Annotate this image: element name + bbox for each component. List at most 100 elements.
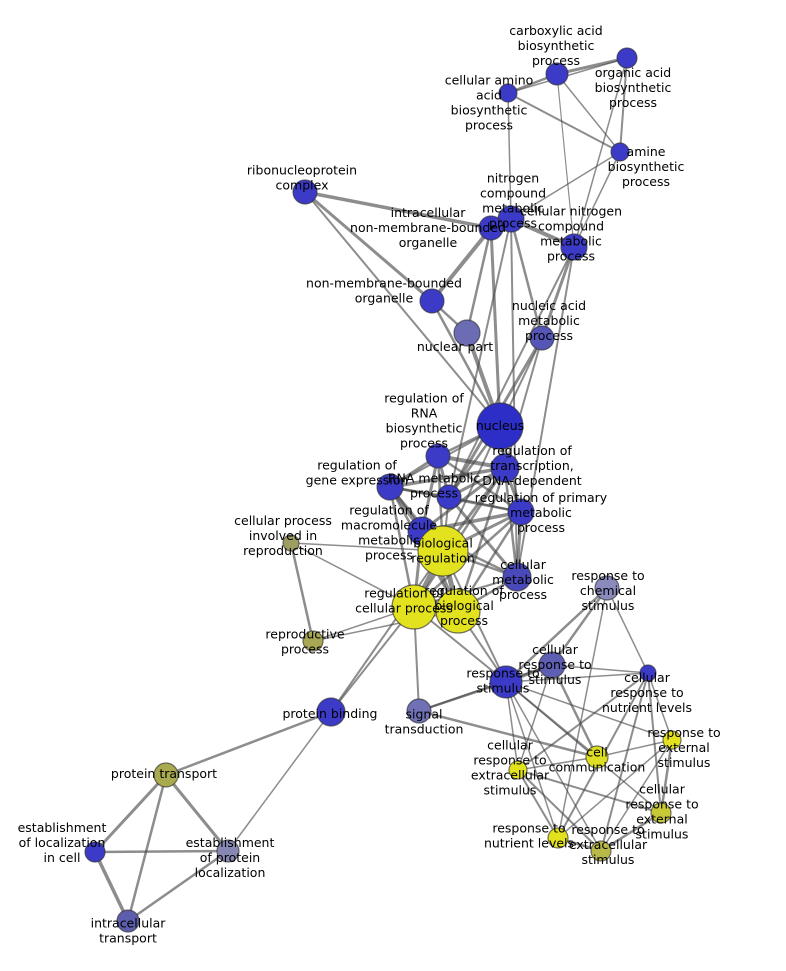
- node-pt[interactable]: [153, 762, 179, 788]
- edge-rnam-cmp: [447, 495, 519, 579]
- edge-rs-crexs: [505, 681, 662, 814]
- edge-epl-it: [126, 849, 230, 923]
- node-recs[interactable]: [590, 840, 612, 862]
- node-cncm[interactable]: [560, 233, 588, 261]
- node-caab[interactable]: [498, 83, 518, 103]
- edge-caab-ab: [507, 92, 621, 153]
- edge-elc-epl: [93, 849, 230, 854]
- edge-res-recs: [600, 739, 673, 852]
- edge-ncm-rnam: [448, 218, 512, 498]
- node-rnp[interactable]: [292, 179, 318, 205]
- node-rcs[interactable]: [594, 575, 620, 601]
- node-crecs[interactable]: [508, 760, 528, 780]
- node-label-pt: protein transport: [111, 766, 217, 781]
- edge-cab-cncm: [556, 73, 575, 248]
- node-rbp[interactable]: [435, 588, 481, 634]
- edge-crs-st: [418, 664, 553, 712]
- edge-crecs-recs: [517, 769, 602, 852]
- edge-rs-res: [505, 681, 673, 741]
- node-rge[interactable]: [376, 473, 404, 501]
- edge-crecs-crexs: [517, 769, 662, 814]
- edge-nmb-nuc: [430, 299, 502, 428]
- node-st[interactable]: [406, 698, 432, 724]
- edge-inmb-nuc: [489, 226, 502, 428]
- node-cmp[interactable]: [502, 562, 532, 592]
- node-cpir[interactable]: [282, 534, 300, 552]
- node-ab[interactable]: [610, 142, 630, 162]
- edge-nuc-cmp: [498, 424, 519, 579]
- edge-st-cc: [417, 709, 599, 759]
- edge-pt-elc: [93, 773, 168, 854]
- node-layer: [84, 47, 682, 933]
- node-cab[interactable]: [545, 62, 569, 86]
- node-res[interactable]: [662, 730, 682, 750]
- node-crs[interactable]: [538, 651, 566, 679]
- node-nmb[interactable]: [419, 288, 445, 314]
- node-rp[interactable]: [302, 630, 324, 652]
- edge-rs-crnl: [505, 672, 649, 683]
- node-crexs[interactable]: [650, 802, 672, 824]
- node-rpm[interactable]: [507, 498, 535, 526]
- edge-rrb-rpm: [436, 454, 523, 514]
- node-nuc[interactable]: [476, 402, 524, 450]
- edge-crnl-crexs: [647, 672, 662, 814]
- edge-cncm-rnam: [448, 246, 575, 498]
- edge-crnl-res: [647, 672, 673, 741]
- edge-crs-cc: [550, 663, 599, 759]
- node-elc[interactable]: [84, 841, 106, 863]
- node-rnam[interactable]: [436, 484, 462, 510]
- edge-cc-res: [596, 739, 673, 758]
- edge-pt-epl: [164, 773, 230, 853]
- edge-crs-crecs: [517, 664, 553, 771]
- node-breg[interactable]: [417, 525, 469, 577]
- node-rnl[interactable]: [547, 827, 569, 849]
- edge-cc-crecs: [517, 756, 598, 771]
- node-epl[interactable]: [216, 839, 240, 863]
- edge-epl-pb: [227, 711, 332, 852]
- edge-oab-ab: [619, 57, 628, 153]
- edge-rtd-rbp: [456, 466, 507, 613]
- node-rtd[interactable]: [490, 453, 520, 483]
- edge-rs-recs: [505, 681, 602, 852]
- edge-rtd-rge: [388, 466, 507, 489]
- node-oab[interactable]: [616, 47, 638, 69]
- node-label-pb: protein binding: [282, 706, 377, 721]
- node-crnl[interactable]: [639, 664, 657, 682]
- node-npart[interactable]: [453, 319, 481, 347]
- edge-inmb-npart: [465, 226, 493, 335]
- edge-crs-crnl: [551, 664, 649, 674]
- edge-cncm-nam: [540, 245, 576, 340]
- node-rs[interactable]: [489, 665, 523, 699]
- node-cc[interactable]: [585, 745, 609, 769]
- edge-pb-breg: [330, 550, 444, 713]
- node-it[interactable]: [116, 909, 140, 933]
- edge-crexs-recs: [599, 811, 663, 853]
- node-inmb[interactable]: [478, 215, 504, 241]
- node-pb[interactable]: [316, 697, 346, 727]
- node-nam[interactable]: [529, 325, 555, 351]
- node-rrb[interactable]: [425, 443, 451, 469]
- edge-ncm-nam: [509, 217, 544, 340]
